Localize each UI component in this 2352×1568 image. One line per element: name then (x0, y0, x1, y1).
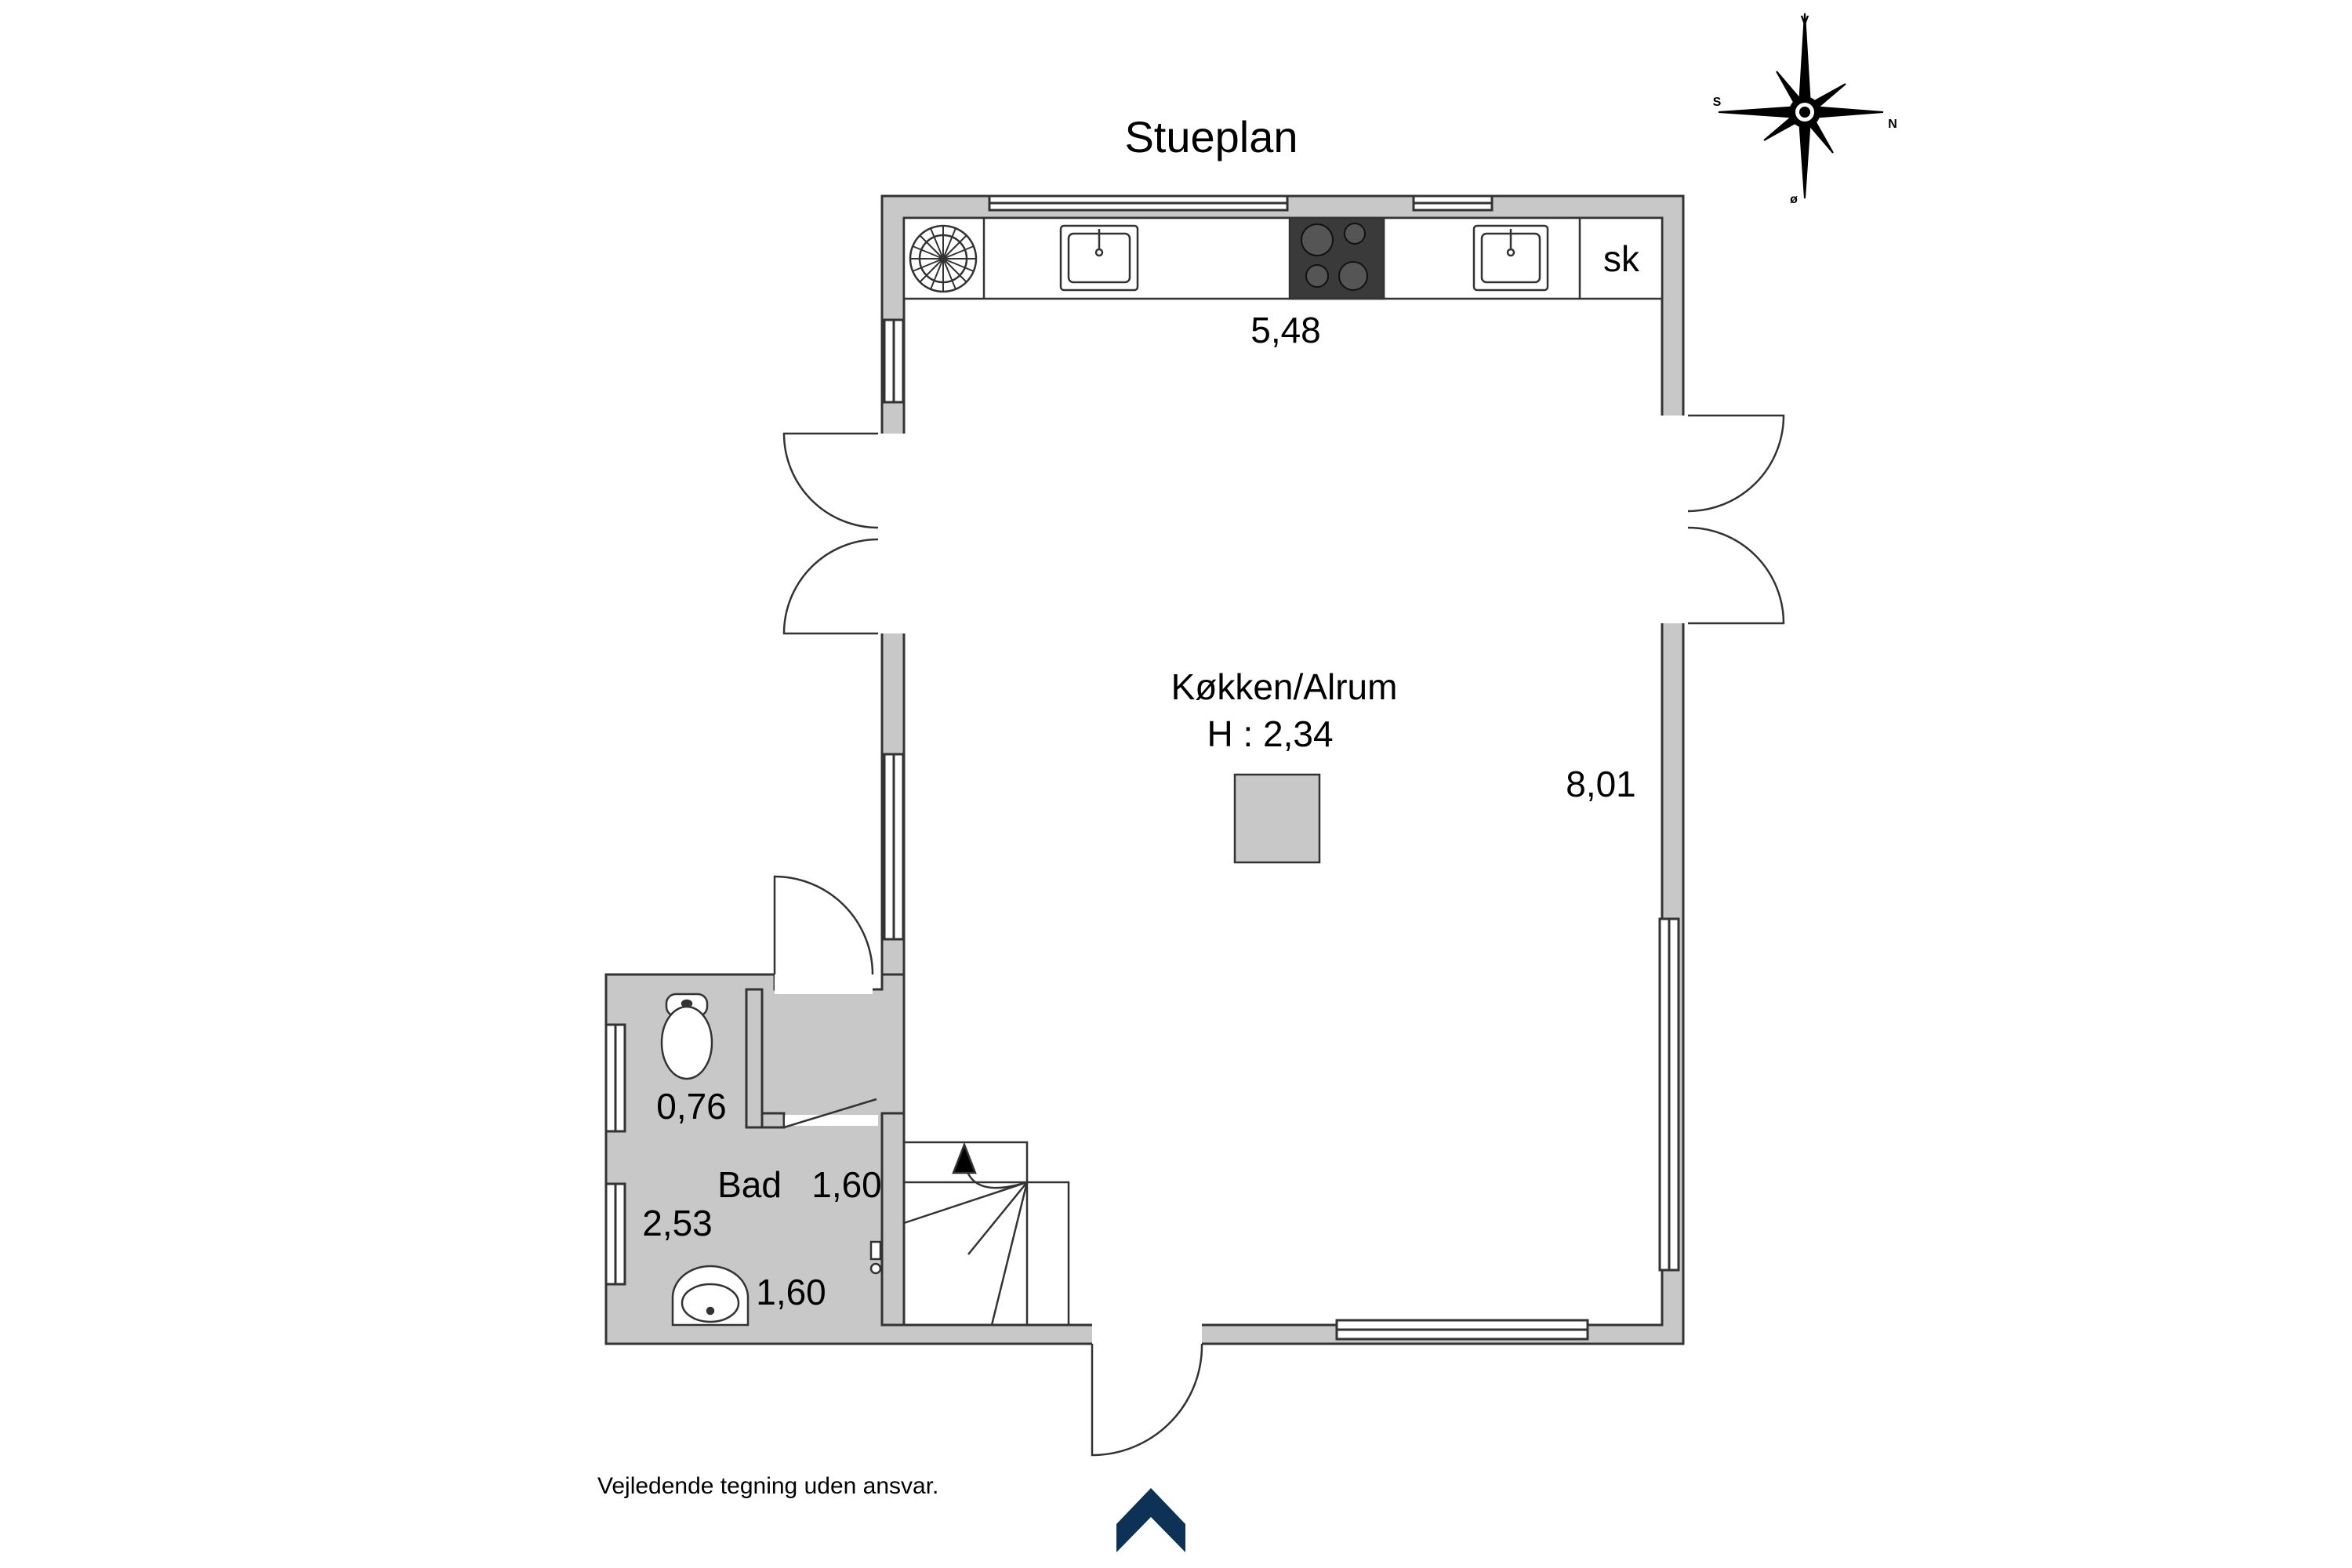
windows (604, 194, 1680, 1341)
room-name-bad: Bad (717, 1164, 782, 1205)
bath-fixtures (660, 993, 882, 1327)
toilet-icon (660, 993, 713, 1080)
burner-icon (1338, 261, 1368, 291)
door-openings (775, 416, 1688, 1348)
compass-icon: V ø S N (1713, 13, 1897, 206)
sink-icon (1472, 224, 1549, 292)
disclaimer: Vejledende tegning uden ansvar. (597, 1473, 938, 1499)
room-name-kitchen: Køkken/Alrum (1171, 666, 1398, 707)
bath-left-dimension: 2,53 (642, 1203, 713, 1243)
shower-icon (869, 1240, 882, 1275)
bath-bottom-dimension: 1,60 (756, 1272, 826, 1312)
bath-depth-dimension: 1,60 (811, 1164, 882, 1205)
entrance-arrow-icon (1116, 1488, 1185, 1552)
kitchen-counter (902, 216, 1664, 300)
stove (1288, 216, 1385, 300)
door-left-lower (782, 538, 879, 635)
door-bath-inner (782, 1098, 877, 1129)
fridge-label: sk (1603, 238, 1640, 279)
fan-icon (909, 224, 978, 293)
compass-south: S (1713, 96, 1722, 109)
compass-west: V (1801, 14, 1809, 27)
kitchen-width-dimension: 5,48 (1250, 310, 1321, 350)
door-left-upper (782, 432, 879, 529)
door-right-lower (1687, 526, 1785, 625)
staircase (903, 1141, 1070, 1326)
doors (773, 414, 1785, 1457)
burner-icon (1301, 223, 1334, 256)
compass-east: ø (1790, 193, 1798, 206)
wall-bath-divider (880, 1112, 906, 1327)
stair-arrow-icon (952, 1142, 977, 1174)
room-height: H : 2,34 (1207, 713, 1333, 754)
plan-title: Stueplan (1124, 112, 1298, 162)
bath-wc-dimension: 0,76 (656, 1086, 727, 1127)
washbasin-icon (671, 1265, 750, 1327)
compass-north: N (1888, 118, 1897, 131)
kitchen-island (1233, 773, 1321, 864)
burner-icon (1305, 264, 1329, 288)
door-entrance (1091, 1343, 1203, 1457)
wall-bath-inner (745, 988, 764, 1129)
burner-icon (1344, 223, 1366, 245)
wall-bath-top (760, 1112, 786, 1129)
kitchen-depth-dimension: 8,01 (1566, 764, 1636, 804)
sink-icon (1059, 224, 1139, 292)
door-right-upper (1687, 414, 1785, 513)
door-bath-entry (773, 875, 874, 975)
